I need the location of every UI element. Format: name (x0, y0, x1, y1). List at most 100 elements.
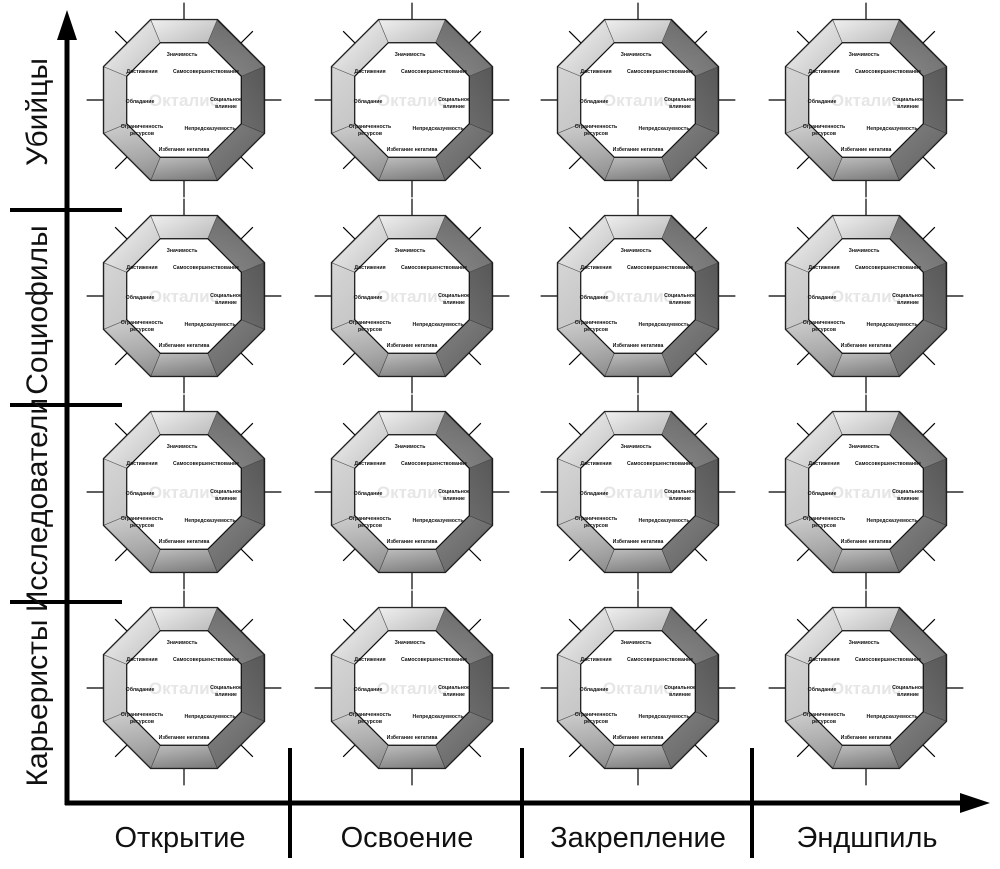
radial-tick (568, 547, 583, 562)
label-lower-left-line1: Ограниченность (349, 712, 391, 718)
label-lower-right: Непредсказуемость (638, 714, 689, 720)
inner-octagon (354, 434, 470, 550)
ring-segment (694, 458, 719, 526)
label-lower-left-line1: Ограниченность (575, 124, 617, 130)
inner-octagon (126, 434, 242, 550)
label-lower-left-line2: ресурсов (584, 327, 608, 333)
radial-tick (342, 351, 357, 366)
label-left: Обладание (354, 490, 383, 497)
ring-segment (468, 458, 493, 526)
radial-tick (796, 743, 811, 758)
label-right-line2: влияние (669, 692, 691, 698)
label-right-line2: влияние (443, 300, 465, 306)
watermark-text: Окталис (149, 287, 219, 306)
radial-tick (796, 547, 811, 562)
label-top: Значимость (395, 52, 426, 58)
ring-segment (240, 66, 265, 134)
label-lower-left-line2: ресурсов (358, 327, 382, 333)
radial-tick (568, 155, 583, 170)
label-right-line2: влияние (897, 496, 919, 502)
label-lower-left-line2: ресурсов (130, 327, 154, 333)
ring-segment (922, 66, 947, 134)
ring-segment (694, 66, 719, 134)
label-left: Обладание (580, 294, 609, 301)
radial-tick (114, 30, 129, 45)
radial-tick (796, 422, 811, 437)
radial-tick (342, 618, 357, 633)
radial-tick (114, 226, 129, 241)
radial-tick (114, 547, 129, 562)
radial-tick (239, 30, 254, 45)
ring-segment (468, 262, 493, 330)
ring-segment (378, 548, 446, 573)
label-upper-right: Самосовершенствование (855, 265, 921, 271)
column-label-discovery: Открытие (114, 822, 246, 854)
label-lower-left-line2: ресурсов (358, 719, 382, 725)
label-top: Значимость (395, 444, 426, 450)
label-upper-right: Самосовершенствование (627, 69, 693, 75)
ring-segment (150, 215, 218, 240)
ring-segment (832, 548, 900, 573)
ring-segment (604, 411, 672, 436)
label-upper-left: Достижения (808, 657, 839, 663)
ring-segment (604, 548, 672, 573)
radial-tick (693, 547, 708, 562)
label-lower-right: Непредсказуемость (412, 518, 463, 524)
label-top: Значимость (849, 640, 880, 646)
label-upper-left: Достижения (126, 461, 157, 467)
radial-tick (568, 351, 583, 366)
radial-tick (467, 155, 482, 170)
label-top: Значимость (849, 444, 880, 450)
label-bottom: Избегание негатива (387, 734, 438, 741)
label-lower-left-line1: Ограниченность (575, 320, 617, 326)
label-top: Значимость (621, 52, 652, 58)
label-left: Обладание (580, 490, 609, 497)
label-upper-left: Достижения (580, 461, 611, 467)
ring-segment (378, 744, 446, 769)
ring-segment (694, 262, 719, 330)
label-right-line1: Социальное (892, 489, 924, 495)
label-right-line2: влияние (669, 104, 691, 110)
inner-octagon (808, 42, 924, 158)
label-bottom: Избегание негатива (841, 538, 892, 545)
radial-tick (568, 226, 583, 241)
label-right-line1: Социальное (664, 97, 696, 103)
label-bottom: Избегание негатива (159, 342, 210, 349)
label-right-line1: Социальное (210, 685, 242, 691)
radial-tick (693, 226, 708, 241)
ring-segment (378, 215, 446, 240)
label-upper-right: Самосовершенствование (401, 265, 467, 271)
label-lower-right: Непредсказуемость (184, 322, 235, 328)
watermark-text: Окталис (831, 287, 901, 306)
watermark-text: Окталис (603, 91, 673, 110)
ring-segment (832, 411, 900, 436)
label-left: Обладание (808, 98, 837, 105)
label-upper-left: Достижения (808, 461, 839, 467)
radial-tick (796, 351, 811, 366)
label-right-line2: влияние (669, 496, 691, 502)
inner-octagon (126, 42, 242, 158)
radial-tick (921, 226, 936, 241)
radial-tick (796, 155, 811, 170)
label-left: Обладание (580, 686, 609, 693)
label-right-line1: Социальное (892, 685, 924, 691)
watermark-text: Окталис (377, 287, 447, 306)
label-upper-right: Самосовершенствование (173, 265, 239, 271)
ring-segment (240, 262, 265, 330)
ring-segment (604, 156, 672, 181)
label-upper-left: Достижения (808, 69, 839, 75)
watermark-text: Окталис (377, 91, 447, 110)
label-lower-left-line1: Ограниченность (575, 516, 617, 522)
radial-tick (239, 618, 254, 633)
column-label-endgame: Эндшпиль (796, 822, 938, 854)
radial-tick (921, 155, 936, 170)
label-upper-left: Достижения (354, 265, 385, 271)
radial-tick (693, 351, 708, 366)
label-lower-left-line1: Ограниченность (803, 124, 845, 130)
label-lower-right: Непредсказуемость (866, 126, 917, 132)
ring-segment (378, 352, 446, 377)
radial-tick (467, 618, 482, 633)
